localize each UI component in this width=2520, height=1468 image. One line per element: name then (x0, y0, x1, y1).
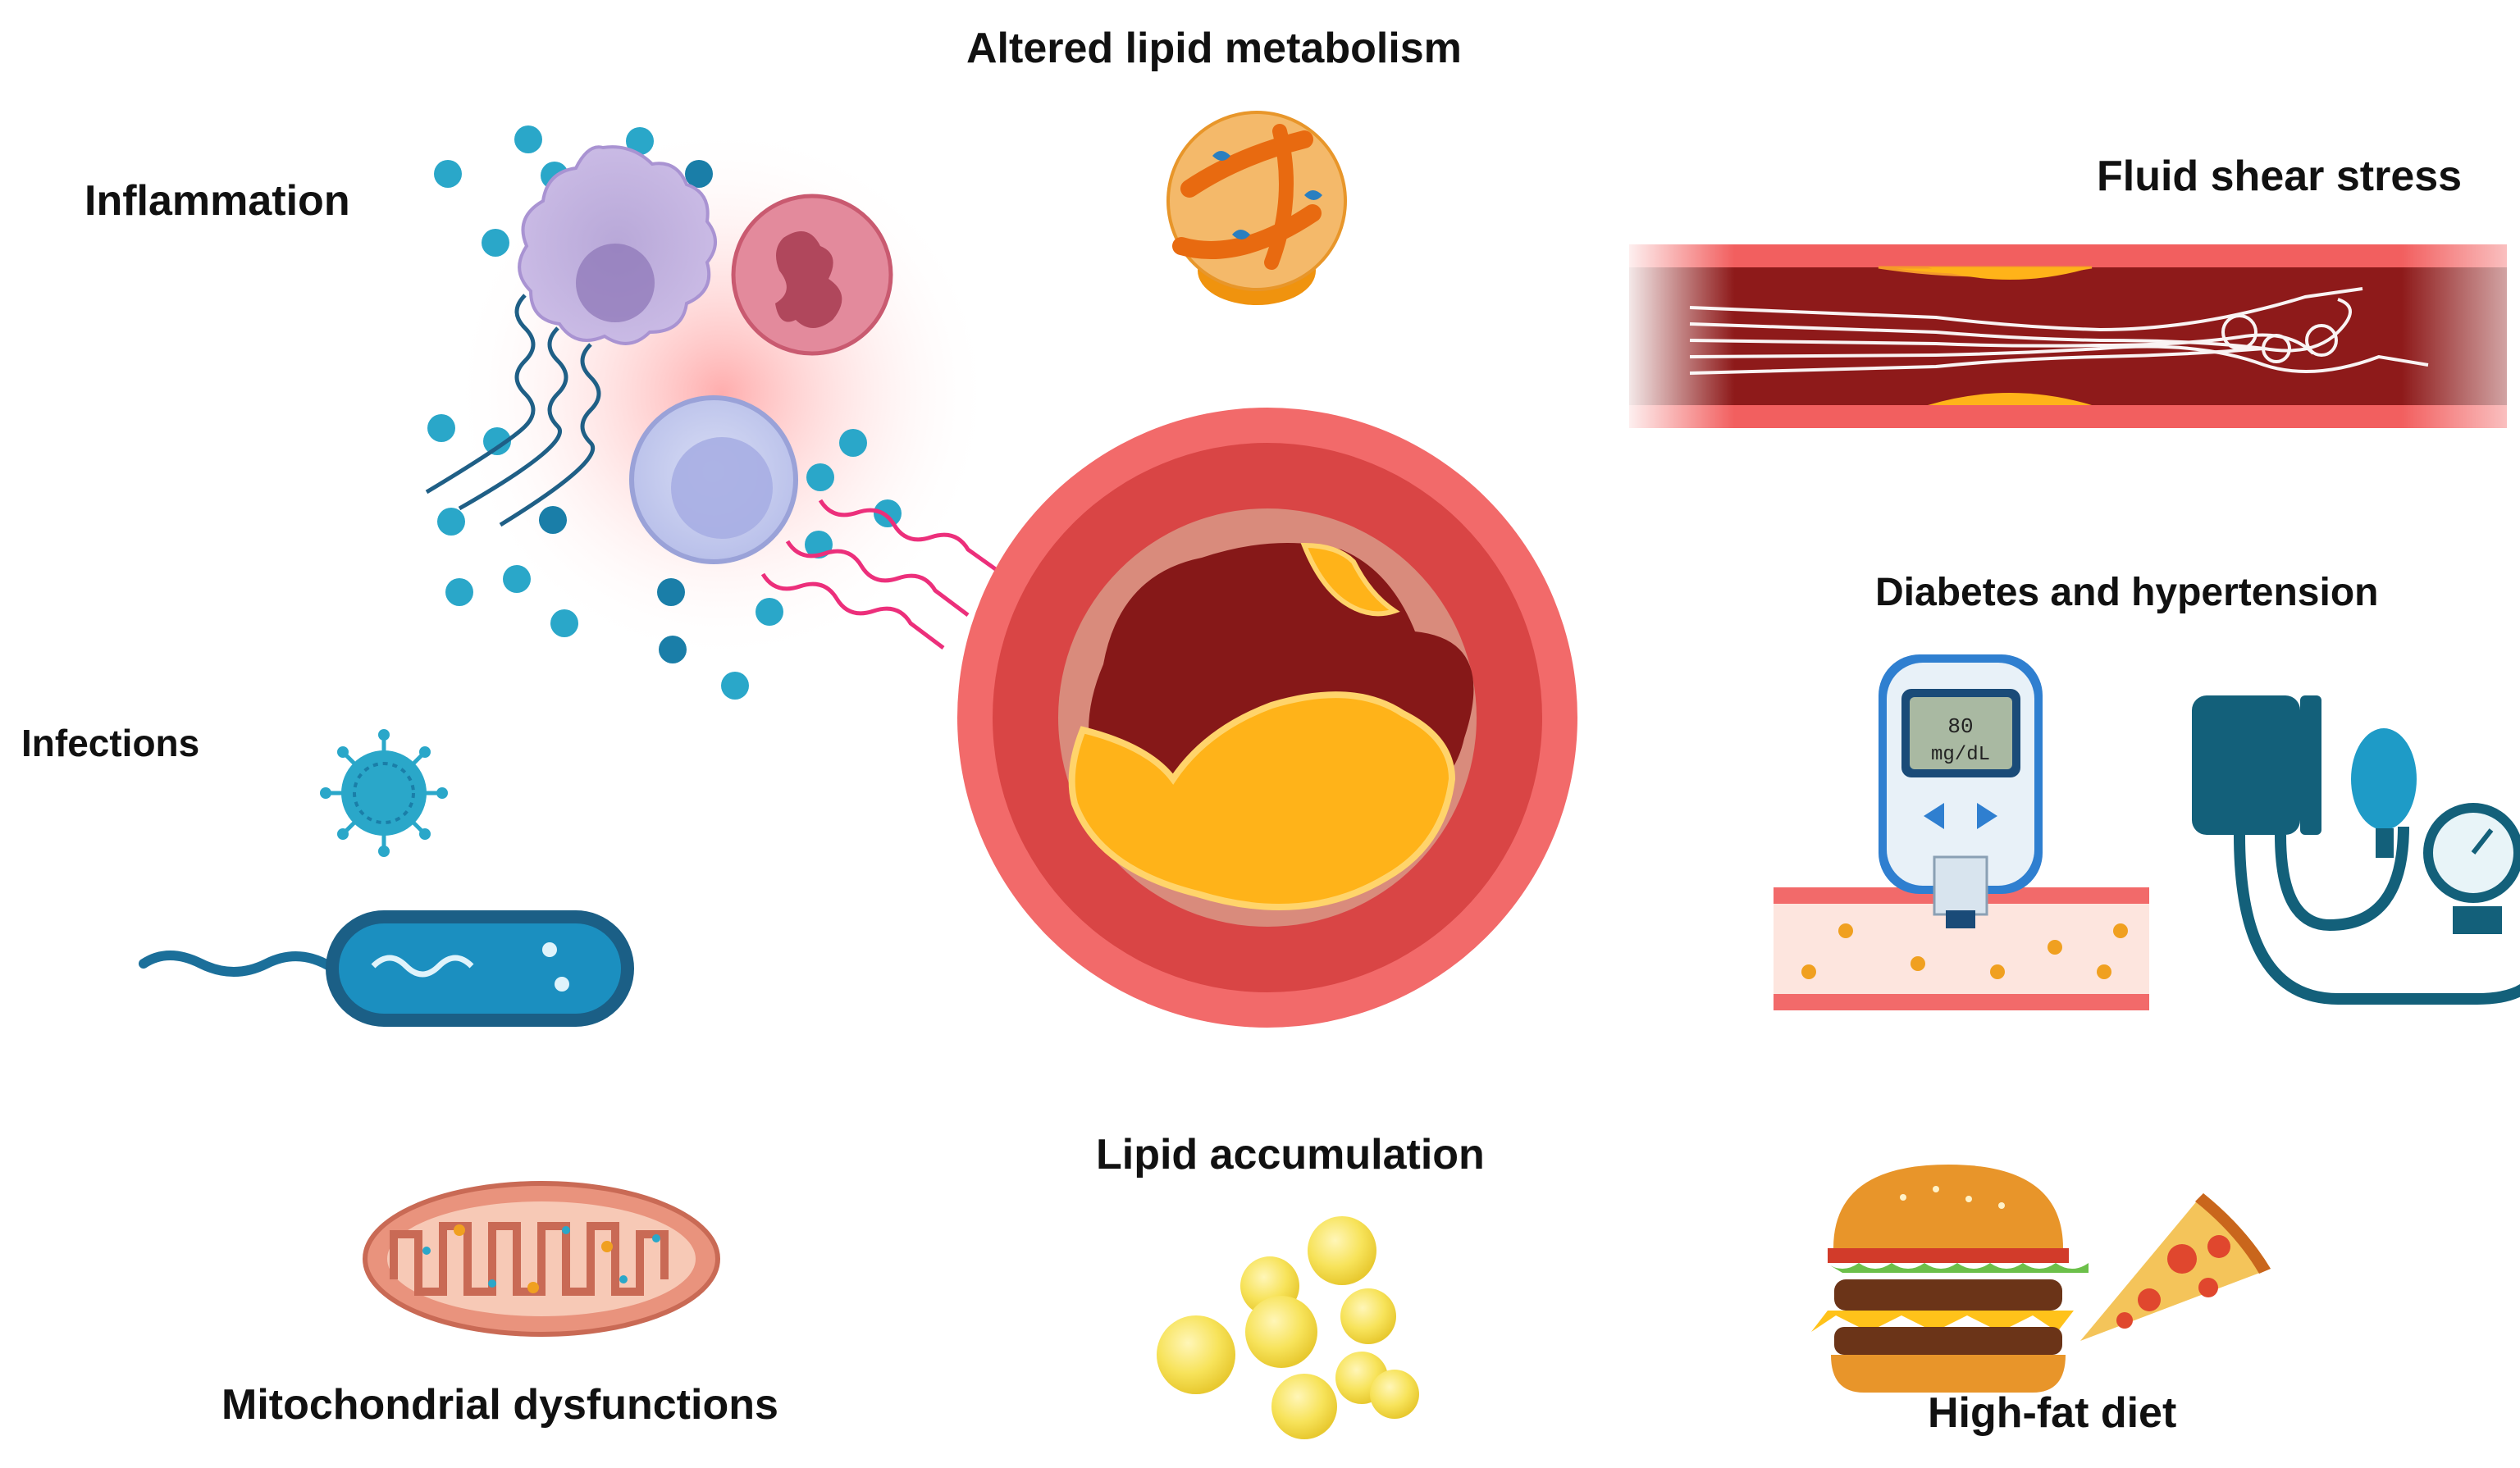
left-arrow-icon (1924, 803, 1944, 829)
inflammation-label: Inflammation (84, 177, 350, 225)
glucometer-illustration: 80 mg/dL (1774, 654, 2149, 1010)
blood-pressure-monitor-illustration (2192, 695, 2520, 1005)
diabetes-hypertension-label: Diabetes and hypertension (1875, 571, 2378, 614)
altered-lipid-label: Altered lipid metabolism (966, 25, 1462, 72)
vessel-cross-section (957, 408, 1577, 1028)
virus-icon (320, 729, 448, 857)
bacterium-icon (139, 910, 634, 1027)
right-arrow-icon (1977, 803, 1997, 829)
pump-bulb (2351, 728, 2417, 830)
high-fat-diet-label: High-fat diet (1928, 1389, 2176, 1437)
inflammation-illustration (425, 123, 998, 700)
infections-label: Infections (21, 722, 199, 764)
fluid-shear-label: Fluid shear stress (2097, 153, 2462, 200)
lipid-droplets (1157, 1216, 1419, 1439)
mitochondrion-illustration (363, 1181, 720, 1337)
artery-flow-illustration (1629, 244, 2507, 428)
lipid-plaque (1068, 691, 1456, 910)
mitochondrial-label: Mitochondrial dysfunctions (221, 1381, 778, 1429)
burger-icon (1811, 1165, 2089, 1393)
cytokine-dots (427, 125, 902, 700)
cytokine-arrows-blue (425, 294, 601, 527)
pizza-icon (2080, 1193, 2271, 1341)
glucometer-reading-value: 80 (1947, 714, 1973, 739)
glucometer-reading-unit: mg/dL (1931, 744, 1990, 766)
lipid-accumulation-label: Lipid accumulation (1096, 1131, 1485, 1179)
cytokine-arrows-pink (760, 499, 998, 650)
lipoprotein-illustration (1166, 111, 1347, 305)
